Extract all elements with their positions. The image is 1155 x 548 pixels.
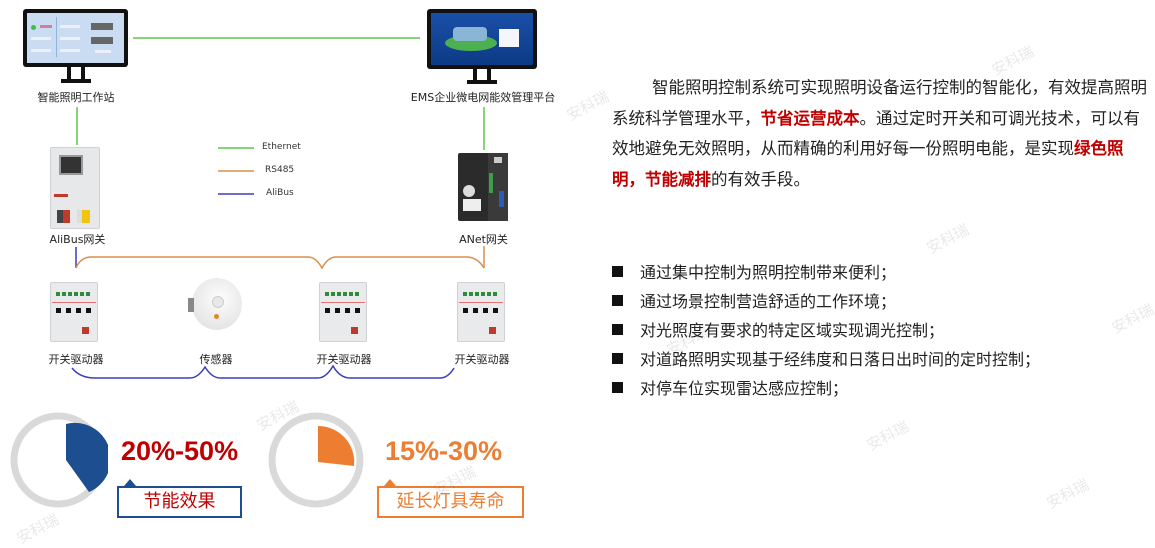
workstation-monitor-icon <box>23 9 128 85</box>
alibus-gateway-label: AliBus网关 <box>49 233 106 246</box>
description-paragraph: 智能照明控制系统可实现照明设备运行控制的智能化，有效提高照明系统科学管理水平，节… <box>612 73 1152 195</box>
ems-platform-label: EMS企业微电网能效管理平台 <box>410 91 556 104</box>
energy-saving-tag-pointer <box>124 479 136 486</box>
description-highlight-cost: 节省运营成本 <box>760 108 860 128</box>
anet-gateway-label: ANet网关 <box>459 233 508 246</box>
square-bullet-icon <box>612 353 623 364</box>
feature-item: 对道路照明实现基于经纬度和日落日出时间的定时控制； <box>612 345 1040 374</box>
lifespan-value: 15%-30% <box>385 436 503 466</box>
square-bullet-icon <box>612 382 623 393</box>
sensor-device-icon <box>188 278 246 334</box>
feature-item: 对停车位实现雷达感应控制； <box>612 374 1040 403</box>
connection-lines <box>71 37 485 379</box>
switch-driver-2-device-icon <box>319 282 367 342</box>
square-bullet-icon <box>612 295 623 306</box>
workstation-label: 智能照明工作站 <box>37 91 115 104</box>
description-text-1: 智能照明控制系统可实现照明设备运行控制的智能化，有效提高照明系统科学管理水平， <box>612 78 1147 128</box>
sensor-label: 传感器 <box>199 353 233 366</box>
description-text-3: 的有效手段。 <box>711 169 810 189</box>
square-bullet-icon <box>612 266 623 277</box>
watermark: 安科瑞 <box>863 417 912 455</box>
feature-item: 对光照度有要求的特定区域实现调光控制； <box>612 316 1040 345</box>
lifespan-pie-icon <box>268 412 364 508</box>
switch-driver-3-device-icon <box>457 282 505 342</box>
switch-driver-1-label: 开关驱动器 <box>48 353 104 366</box>
description-highlight-green: 绿色照明，节能减排 <box>612 139 1124 189</box>
legend-alibus: AliBus <box>266 188 294 198</box>
switch-driver-1-device-icon <box>50 282 98 342</box>
lifespan-tag-pointer <box>384 479 396 486</box>
legend-rs485: RS485 <box>265 165 295 175</box>
anet-gateway-device-icon <box>458 153 512 223</box>
energy-saving-pie-icon <box>10 412 108 508</box>
description-text-2: 。通过定时开关和可调光技术，可以有效地避免无效照明，从而精确的利用好每一份照明电… <box>612 108 1140 159</box>
energy-saving-value: 20%-50% <box>121 436 239 466</box>
watermark: 安科瑞 <box>1043 475 1092 513</box>
square-bullet-icon <box>612 324 623 335</box>
feature-list: 通过集中控制为照明控制带来便利； 通过场景控制营造舒适的工作环境； 对光照度有要… <box>612 258 1040 403</box>
watermark: 安科瑞 <box>923 220 972 258</box>
watermark: 安科瑞 <box>1108 300 1155 338</box>
feature-item: 通过场景控制营造舒适的工作环境； <box>612 287 1040 316</box>
switch-driver-2-label: 开关驱动器 <box>316 353 372 366</box>
switch-driver-3-label: 开关驱动器 <box>454 353 510 366</box>
feature-item: 通过集中控制为照明控制带来便利； <box>612 258 1040 287</box>
lifespan-label: 延长灯具寿命 <box>377 486 524 518</box>
alibus-gateway-device-icon <box>50 147 100 229</box>
ems-monitor-icon <box>427 9 537 85</box>
legend-ethernet: Ethernet <box>262 142 301 152</box>
energy-saving-label: 节能效果 <box>117 486 242 518</box>
